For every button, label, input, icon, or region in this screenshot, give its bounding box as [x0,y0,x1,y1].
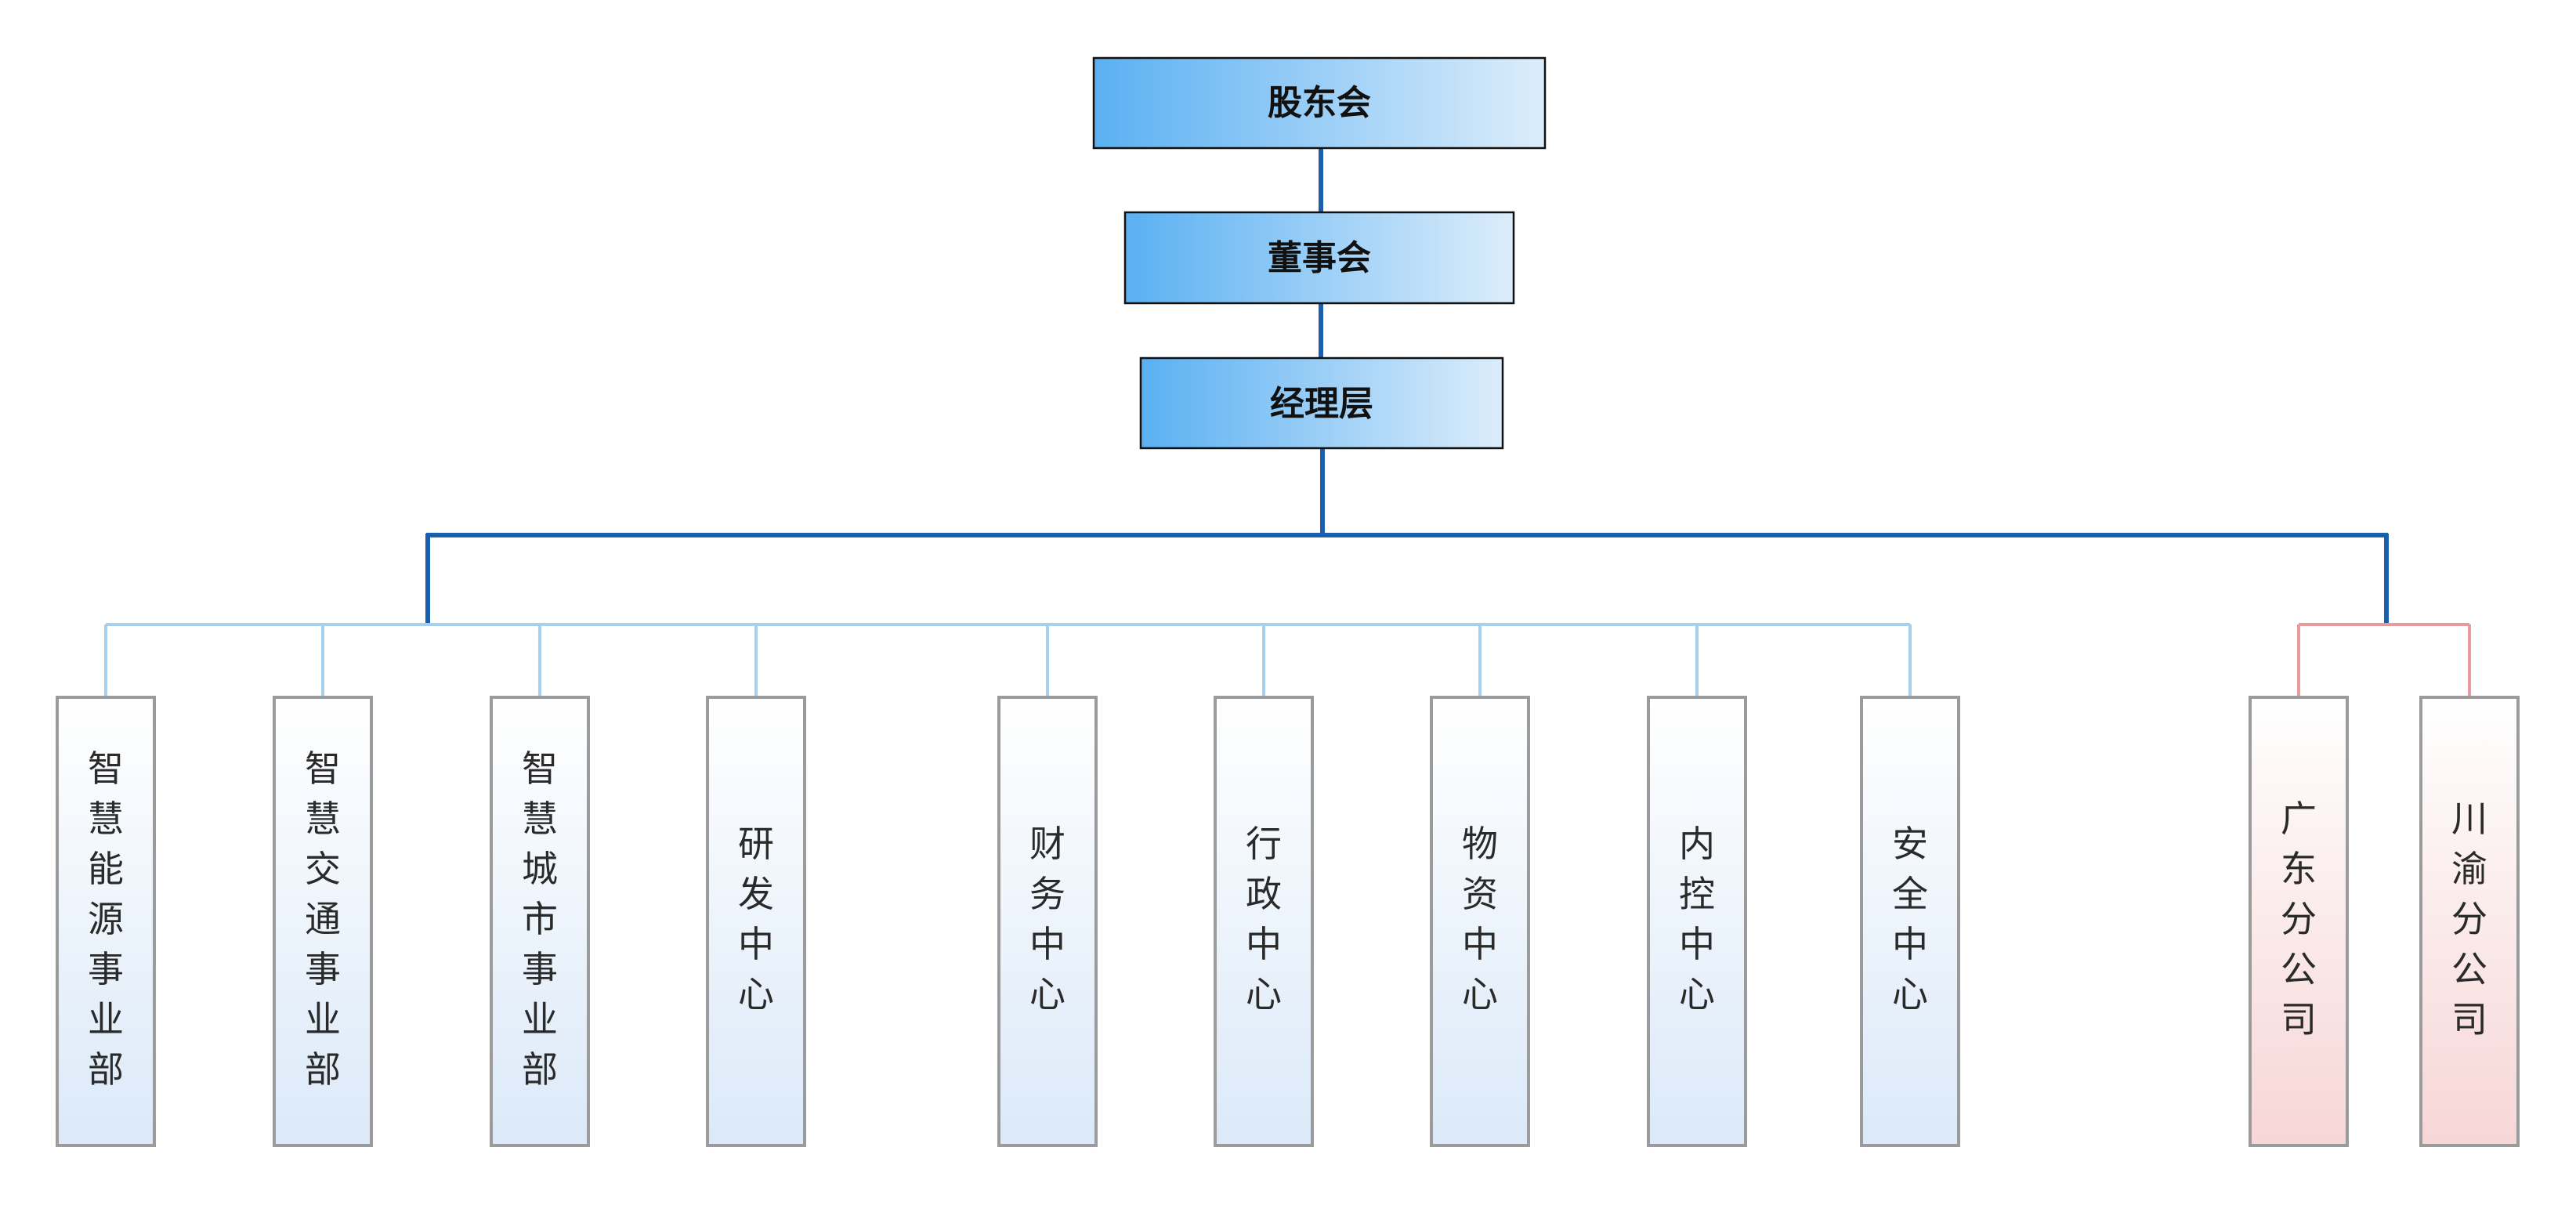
node-board-label: 董事会 [1268,238,1371,278]
department-label: 智慧交通事业部 [305,747,341,1091]
department-label: 研发中心 [738,823,774,1015]
department-3[interactable]: 研发中心 [706,624,806,1147]
node-shareholders[interactable]: 股东会 [1092,56,1547,150]
department-4[interactable]: 财务中心 [997,624,1098,1147]
department-label: 财务中心 [1029,823,1065,1015]
department-nodes: 智慧能源事业部 智慧交通事业部 智慧城市事业部 研发中心 财务中心 行政中心 物资中心 内控中… [56,624,1960,1147]
department-box [1647,696,1747,1147]
department-box [1430,696,1530,1147]
department-box [56,696,156,1147]
department-box [706,696,806,1147]
node-shareholders-label: 股东会 [1268,83,1371,123]
department-6[interactable]: 物资中心 [1430,624,1530,1147]
department-0[interactable]: 智慧能源事业部 [56,624,156,1147]
branch-label: 广东分公司 [2281,798,2317,1040]
department-2[interactable]: 智慧城市事业部 [490,624,590,1147]
branch-0[interactable]: 广东分公司 [2249,624,2349,1147]
department-7[interactable]: 内控中心 [1647,624,1747,1147]
branch-nodes: 广东分公司 川渝分公司 [2249,624,2520,1147]
branch-1[interactable]: 川渝分公司 [2419,624,2520,1147]
department-box [1860,696,1960,1147]
branch-box [2419,696,2520,1147]
connector-lines [106,148,2469,626]
department-1[interactable]: 智慧交通事业部 [273,624,373,1147]
node-board[interactable]: 董事会 [1123,211,1515,305]
node-management-label: 经理层 [1270,384,1373,424]
top-level-nodes: 股东会 董事会 经理层 [1092,56,1547,450]
department-box [997,696,1098,1147]
department-box [273,696,373,1147]
branch-label: 川渝分公司 [2451,798,2487,1040]
department-box [490,696,590,1147]
department-label: 物资中心 [1462,823,1498,1015]
department-label: 智慧能源事业部 [88,747,124,1091]
node-management[interactable]: 经理层 [1139,356,1504,450]
department-label: 智慧城市事业部 [522,747,558,1091]
department-5[interactable]: 行政中心 [1214,624,1314,1147]
branch-box [2249,696,2349,1147]
department-label: 安全中心 [1892,823,1928,1015]
department-label: 内控中心 [1679,823,1715,1015]
department-8[interactable]: 安全中心 [1860,624,1960,1147]
department-box [1214,696,1314,1147]
department-label: 行政中心 [1246,823,1282,1015]
